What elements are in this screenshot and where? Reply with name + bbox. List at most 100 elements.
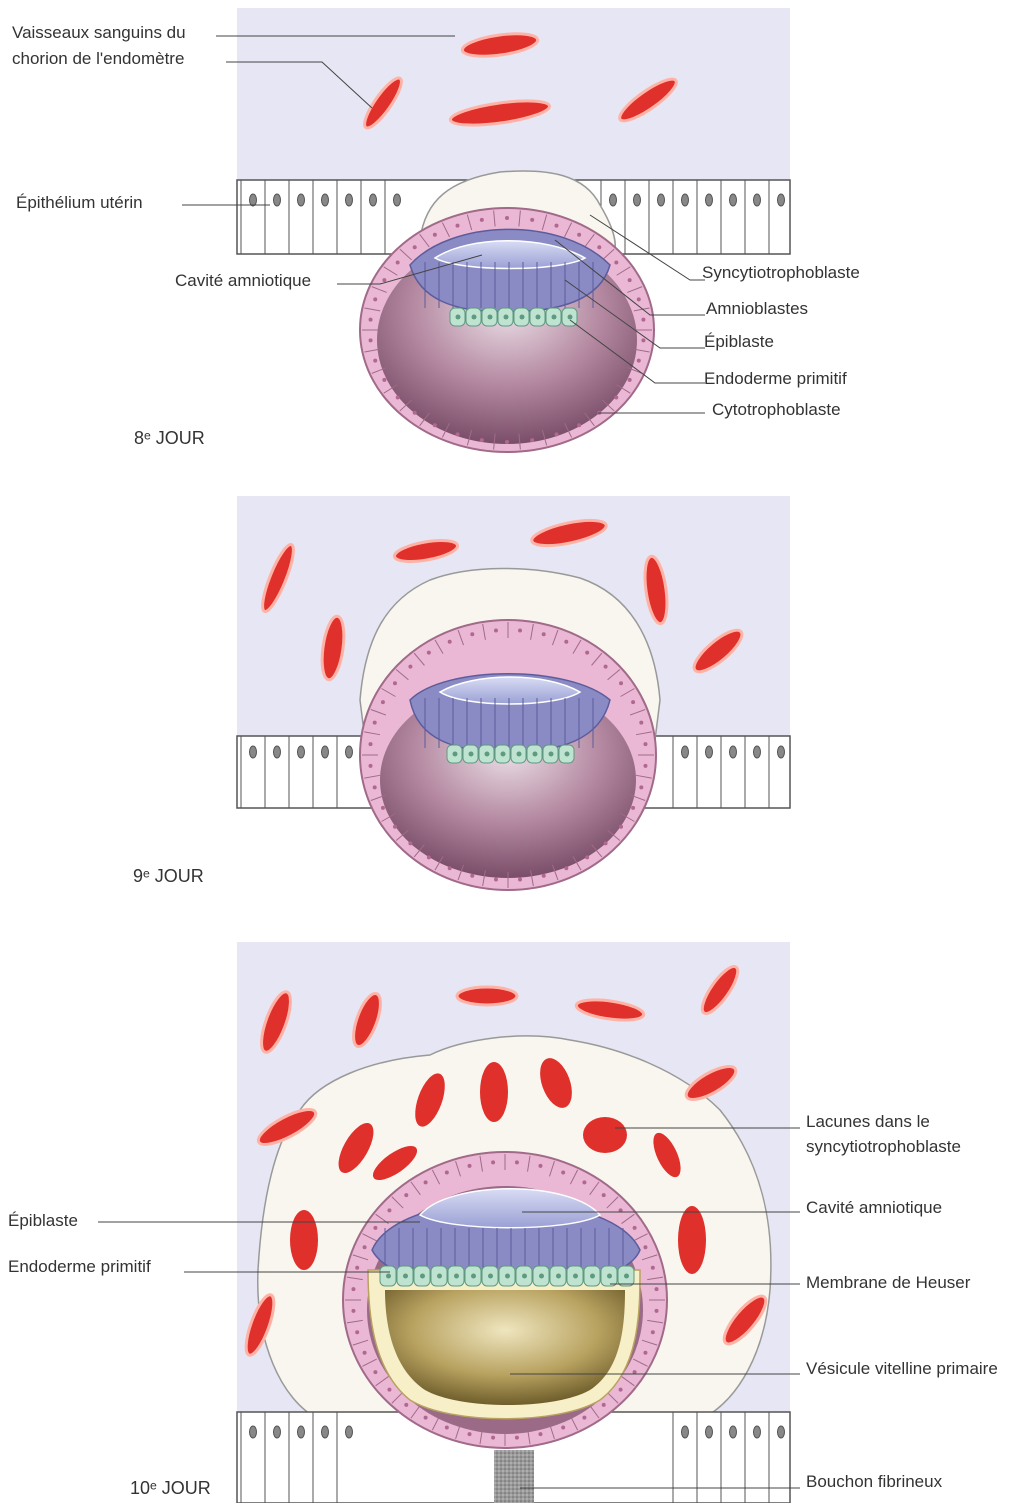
epithelial-nucleus — [706, 746, 713, 758]
epithelial-nucleus — [250, 746, 257, 758]
panel-day10 — [98, 942, 800, 1503]
cell-nucleus — [386, 1274, 391, 1279]
cell-nucleus — [522, 1274, 527, 1279]
cell-nucleus — [637, 297, 641, 301]
cell-nucleus — [369, 318, 373, 322]
cell-nucleus — [448, 866, 452, 870]
cell-nucleus — [396, 261, 400, 265]
cell-nucleus — [604, 665, 608, 669]
cell-nucleus — [403, 1274, 408, 1279]
cell-nucleus — [471, 1274, 476, 1279]
cell-nucleus — [494, 878, 498, 882]
cell-nucleus — [504, 315, 509, 320]
cell-nucleus — [373, 359, 377, 363]
label-primitive-endoderm-day10: Endoderme primitif — [8, 1256, 151, 1277]
epithelial-nucleus — [322, 1426, 329, 1438]
cell-nucleus — [577, 233, 581, 237]
cell-nucleus — [564, 866, 568, 870]
epithelial-nucleus — [322, 194, 329, 206]
label-heuser-membrane: Membrane de Heuser — [806, 1272, 970, 1293]
epithelial-nucleus — [682, 746, 689, 758]
day-label-10: 10ᵉ JOUR — [130, 1478, 211, 1499]
lacuna — [480, 1062, 508, 1122]
cell-nucleus — [639, 785, 643, 789]
epithelial-nucleus — [778, 746, 785, 758]
cell-nucleus — [602, 1193, 606, 1197]
cell-nucleus — [542, 632, 546, 636]
cell-nucleus — [641, 318, 645, 322]
cell-nucleus — [538, 1432, 542, 1436]
cell-nucleus — [445, 1171, 449, 1175]
day-label-9: 9ᵉ JOUR — [133, 866, 204, 887]
vessel — [457, 987, 517, 1005]
epithelial-nucleus — [610, 194, 617, 206]
epithelial-nucleus — [274, 1426, 281, 1438]
cell-nucleus — [456, 224, 460, 228]
cell-nucleus — [505, 440, 509, 444]
lacuna — [583, 1117, 627, 1153]
epithelial-nucleus — [274, 746, 281, 758]
panel-day8 — [182, 8, 790, 452]
epithelial-nucleus — [274, 194, 281, 206]
epithelial-nucleus — [730, 746, 737, 758]
cell-nucleus — [643, 764, 647, 768]
epithelial-nucleus — [730, 1426, 737, 1438]
cell-nucleus — [568, 315, 573, 320]
cell-nucleus — [633, 1226, 637, 1230]
epithelial-nucleus — [658, 194, 665, 206]
day-label-8: 8ᵉ JOUR — [134, 428, 205, 449]
cell-nucleus — [582, 1180, 586, 1184]
cell-nucleus — [488, 315, 493, 320]
cell-nucleus — [433, 423, 437, 427]
cell-nucleus — [453, 752, 458, 757]
cell-nucleus — [536, 315, 541, 320]
cell-nucleus — [554, 432, 558, 436]
cell-nucleus — [631, 700, 635, 704]
cell-nucleus — [539, 1274, 544, 1279]
cell-nucleus — [387, 1388, 391, 1392]
cell-nucleus — [561, 1171, 565, 1175]
epithelial-nucleus — [730, 194, 737, 206]
cell-nucleus — [619, 1388, 623, 1392]
cell-nucleus — [491, 1160, 495, 1164]
cell-nucleus — [373, 1370, 377, 1374]
cell-nucleus — [614, 395, 618, 399]
cell-nucleus — [470, 874, 474, 878]
cell-nucleus — [363, 1351, 367, 1355]
label-amniotic-cavity-day10: Cavité amniotique — [806, 1197, 942, 1218]
cell-nucleus — [530, 218, 534, 222]
cell-nucleus — [515, 1436, 519, 1440]
cell-nucleus — [602, 1403, 606, 1407]
cell-nucleus — [420, 1274, 425, 1279]
lacuna — [290, 1210, 318, 1270]
cell-nucleus — [387, 1208, 391, 1212]
cell-nucleus — [641, 338, 645, 342]
cell-nucleus — [408, 665, 412, 669]
blastocyst — [360, 620, 656, 890]
fibrin-plug — [494, 1450, 534, 1503]
cell-nucleus — [469, 752, 474, 757]
cell-nucleus — [373, 297, 377, 301]
lacuna — [678, 1206, 706, 1274]
epithelial-nucleus — [250, 194, 257, 206]
cell-nucleus — [643, 1351, 647, 1355]
cell-nucleus — [381, 700, 385, 704]
epithelial-nucleus — [754, 1426, 761, 1438]
label-blood-vessels-line1: Vaisseaux sanguins du — [12, 22, 186, 43]
cell-nucleus — [369, 338, 373, 342]
label-epiblast-day10: Épiblaste — [8, 1210, 78, 1231]
cell-nucleus — [624, 1274, 629, 1279]
blastocyst — [360, 208, 654, 452]
cell-nucleus — [573, 1274, 578, 1279]
cell-nucleus — [382, 378, 386, 382]
epithelial-nucleus — [778, 194, 785, 206]
cell-nucleus — [424, 1416, 428, 1420]
cell-nucleus — [424, 1180, 428, 1184]
cell-nucleus — [396, 395, 400, 399]
cell-nucleus — [597, 245, 601, 249]
cell-nucleus — [382, 278, 386, 282]
epithelial-nucleus — [706, 1426, 713, 1438]
cell-nucleus — [433, 233, 437, 237]
cell-nucleus — [413, 245, 417, 249]
cell-nucleus — [363, 1245, 367, 1249]
